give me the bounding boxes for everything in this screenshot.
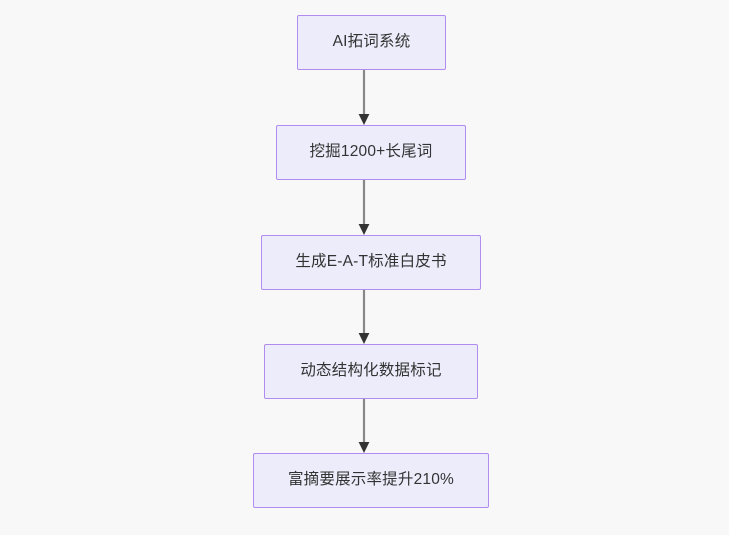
flow-node-label: 动态结构化数据标记: [300, 362, 442, 380]
flow-node-mine-longtail-keywords[interactable]: 挖掘1200+长尾词: [276, 125, 466, 180]
flow-edge-2: [355, 180, 373, 235]
flow-node-label: 挖掘1200+长尾词: [309, 143, 433, 161]
flow-edge-4: [355, 399, 373, 453]
flow-node-generate-eat-whitepaper[interactable]: 生成E-A-T标准白皮书: [261, 235, 481, 290]
flow-node-dynamic-structured-data-markup[interactable]: 动态结构化数据标记: [264, 344, 478, 399]
flow-edge-1: [355, 70, 373, 125]
flow-node-label: AI拓词系统: [332, 33, 411, 51]
flow-node-label: 富摘要展示率提升210%: [287, 471, 455, 489]
flow-edge-3: [355, 290, 373, 344]
flow-node-label: 生成E-A-T标准白皮书: [295, 253, 447, 271]
flow-node-rich-snippet-rate-increase[interactable]: 富摘要展示率提升210%: [253, 453, 489, 508]
flow-node-ai-keyword-system[interactable]: AI拓词系统: [297, 15, 446, 70]
